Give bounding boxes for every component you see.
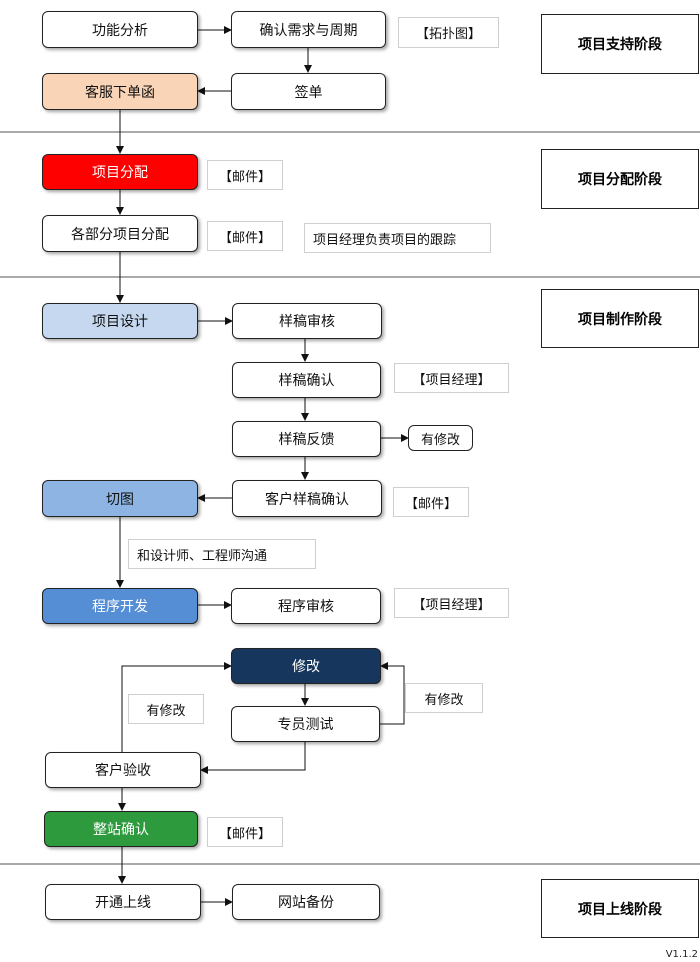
node-dev: 程序开发 <box>42 588 198 624</box>
note-mail-2: 【邮件】 <box>207 221 283 251</box>
node-service-order: 客服下单函 <box>42 73 198 110</box>
note-pm-1: 【项目经理】 <box>394 363 509 393</box>
note-pm-2: 【项目经理】 <box>394 588 509 618</box>
stage-launch: 项目上线阶段 <box>541 879 699 938</box>
stage-support: 项目支持阶段 <box>541 14 699 74</box>
note-topology: 【拓扑图】 <box>398 17 499 48</box>
node-draft-review: 样稿审核 <box>232 303 382 339</box>
node-confirm-requirements: 确认需求与周期 <box>231 11 386 48</box>
node-client-draft-confirm: 客户样稿确认 <box>232 480 382 517</box>
node-slice: 切图 <box>42 480 198 517</box>
note-has-change-3: 有修改 <box>405 683 483 713</box>
node-client-accept: 客户验收 <box>45 752 201 788</box>
node-testing: 专员测试 <box>231 706 380 742</box>
note-has-change-2: 有修改 <box>128 694 204 724</box>
note-mail-3: 【邮件】 <box>393 487 469 517</box>
node-go-live: 开通上线 <box>45 884 201 920</box>
node-dept-assign: 各部分项目分配 <box>42 215 198 252</box>
note-pm-tracking: 项目经理负责项目的跟踪 <box>304 223 491 253</box>
node-backup: 网站备份 <box>232 884 380 920</box>
node-project-design: 项目设计 <box>42 303 198 339</box>
node-site-confirm: 整站确认 <box>44 811 198 847</box>
stage-assign: 项目分配阶段 <box>541 149 699 209</box>
node-modify: 修改 <box>231 648 381 684</box>
node-sign: 签单 <box>231 73 386 110</box>
note-mail-4: 【邮件】 <box>207 817 283 847</box>
node-has-change-1: 有修改 <box>408 425 473 451</box>
node-draft-feedback: 样稿反馈 <box>232 421 381 457</box>
node-func-analysis: 功能分析 <box>42 11 198 48</box>
note-communicate: 和设计师、工程师沟通 <box>128 539 316 569</box>
stage-production: 项目制作阶段 <box>541 289 699 348</box>
node-draft-confirm: 样稿确认 <box>232 362 381 398</box>
node-project-assign: 项目分配 <box>42 154 198 190</box>
note-mail-1: 【邮件】 <box>207 160 283 190</box>
node-code-review: 程序审核 <box>231 588 381 624</box>
version-label: V1.1.2 <box>665 949 698 960</box>
